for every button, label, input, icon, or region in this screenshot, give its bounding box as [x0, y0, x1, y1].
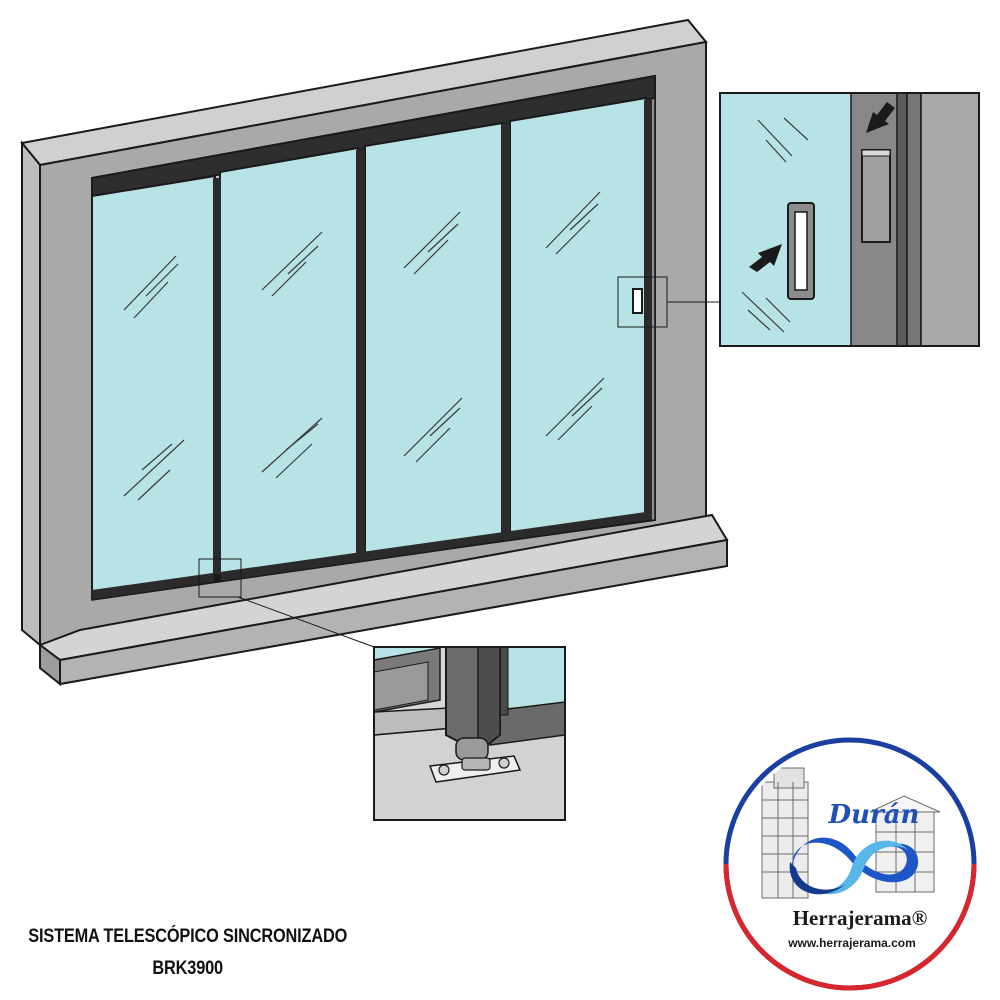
- inset-guide-roller: [455, 737, 489, 761]
- arrow-to-frame-pull: [866, 102, 895, 133]
- inset-wall: [920, 93, 979, 346]
- panel-profile-1: [213, 178, 221, 580]
- panel-profile-2: [356, 150, 365, 558]
- guide-callout-leader: [237, 596, 375, 648]
- right-detail-inset-border: [719, 92, 980, 347]
- inset-vertical-profile-face: [477, 647, 501, 754]
- inset-frame-edge-2: [906, 93, 922, 346]
- logo-swirl-light: [800, 840, 908, 895]
- arrow-to-recessed-pull: [749, 244, 782, 272]
- panel-bottom-rail: [92, 512, 646, 598]
- glass-panel-3: [364, 121, 504, 558]
- caption-title: SISTEMA TELESCÓPICO SINCRONIZADO: [28, 926, 348, 947]
- panel-profile-3: [501, 124, 510, 538]
- logo-swirl-dark: [789, 862, 846, 895]
- glass-reflections: [123, 191, 605, 501]
- caption-model: BRK3900: [152, 958, 223, 979]
- logo-url-text: www.herrajerama.com: [787, 936, 916, 950]
- inset-plate-screw-left: [438, 764, 450, 776]
- inset-left-frame-inner: [374, 661, 429, 711]
- logo-ring-red: [723, 863, 977, 991]
- sill-left-face: [39, 643, 61, 687]
- duran-herrajerama-logo: Durán Herrajerama® www.herrajerama.com: [723, 737, 977, 991]
- inset-recessed-pull-inner: [794, 211, 808, 291]
- inset-frame-pull: [861, 149, 891, 243]
- inset-glass: [720, 93, 853, 346]
- inset-reflections: [741, 117, 809, 333]
- glass-panel-1: [91, 174, 216, 598]
- glass-panels: [91, 96, 652, 598]
- panel-profile-4: [644, 100, 652, 520]
- panel-handle: [632, 288, 643, 314]
- bottom-detail-inset: [373, 646, 566, 821]
- top-track: [91, 74, 656, 199]
- inset-frame-pull-face: [861, 149, 891, 157]
- guide-marker: [214, 574, 221, 582]
- bottom-detail-inset-border: [373, 646, 566, 821]
- guide-callout: [198, 558, 375, 648]
- inset-frame-edge: [896, 93, 908, 346]
- logo-brand-text: Herrajerama®: [793, 906, 928, 930]
- guide-callout-box: [198, 558, 242, 598]
- inset-plate-screw-right: [498, 757, 510, 769]
- wall-left-side-face: [21, 140, 41, 648]
- inset-right-glass: [505, 647, 565, 707]
- glass-panel-2: [219, 146, 359, 578]
- inset-right-frame-edge: [499, 647, 509, 716]
- glass-panel-4: [509, 96, 647, 538]
- logo-script-text: Durán: [828, 800, 920, 830]
- inset-plate-block: [461, 757, 491, 771]
- right-detail-inset: [719, 92, 980, 347]
- handle-callout: [617, 276, 720, 328]
